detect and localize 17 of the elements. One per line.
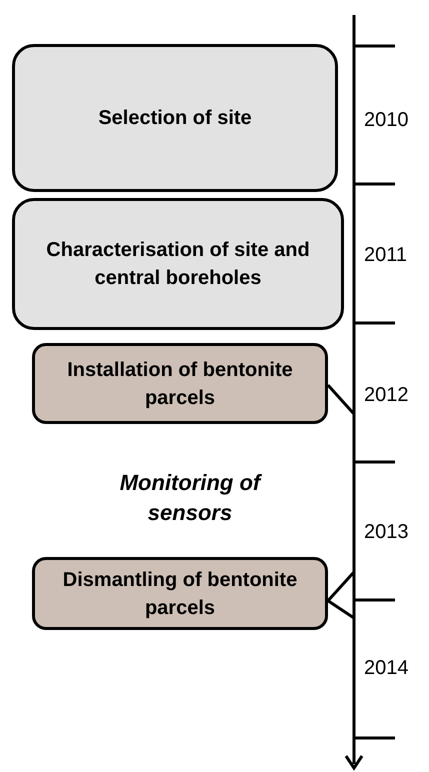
phase-text: Monitoring of sensors (118, 469, 263, 527)
year-label: 2014 (364, 656, 410, 681)
stage-text: Dismantling of bentonite parcels (62, 568, 298, 620)
connector-line (327, 600, 355, 620)
year-label: 2012 (364, 383, 410, 408)
stage-box (32, 557, 328, 630)
stage-text: Installation of bentonite parcels (66, 358, 294, 410)
connector-line (326, 571, 356, 602)
stage-text: Selection of site (98, 106, 252, 131)
connector-line (326, 384, 356, 415)
year-label: 2011 (364, 243, 408, 268)
year-label: 2010 (364, 108, 410, 133)
stage-box (12, 44, 338, 192)
stage-box (12, 198, 344, 330)
stage-text: Characterisation of site and central boreholes (45, 238, 311, 291)
stage-box (32, 343, 328, 424)
year-label: 2013 (364, 520, 410, 545)
